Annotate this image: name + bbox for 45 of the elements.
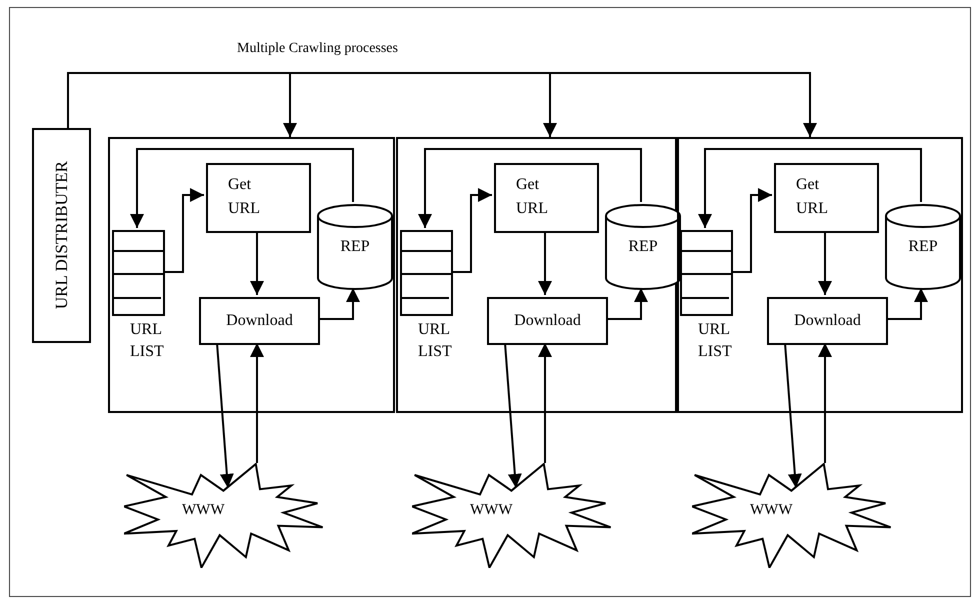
- arrow: [318, 288, 360, 320]
- queue-label: URL LIST: [698, 320, 733, 362]
- process-box: [767, 297, 888, 345]
- process-label: Download: [226, 311, 293, 331]
- process-box: [206, 163, 311, 233]
- arrow: [886, 288, 928, 320]
- distributor-label: URL DISTRIBUTER: [50, 161, 72, 310]
- arrow: [250, 343, 264, 463]
- arrow: [818, 231, 832, 295]
- queue-label: URL LIST: [418, 320, 453, 362]
- arrow: [731, 188, 772, 273]
- starburst-label: WWW: [470, 501, 512, 520]
- arrow: [698, 148, 922, 228]
- starburst-label: WWW: [750, 501, 792, 520]
- process-label: Get URL: [228, 175, 261, 219]
- process-label: Download: [794, 311, 861, 331]
- cylinder-label: REP: [628, 237, 658, 257]
- process-label: Get URL: [516, 175, 549, 219]
- arrow: [606, 288, 648, 320]
- arrow: [451, 188, 492, 273]
- diagram-title: Multiple Crawling processes: [237, 40, 398, 58]
- cylinder-label: REP: [340, 237, 370, 257]
- arrow: [538, 231, 552, 295]
- arrow: [250, 231, 264, 295]
- process-box: [487, 297, 608, 345]
- process-label: Download: [514, 311, 581, 331]
- arrow: [784, 342, 802, 488]
- arrow: [163, 188, 204, 273]
- arrow: [216, 342, 234, 488]
- distributor-box: [32, 128, 91, 343]
- arrow: [130, 148, 354, 228]
- arrow: [67, 72, 817, 137]
- cylinder-label: REP: [908, 237, 938, 257]
- process-box: [774, 163, 879, 233]
- arrow: [818, 343, 832, 463]
- process-box: [494, 163, 599, 233]
- process-box: [199, 297, 320, 345]
- queue-label: URL LIST: [130, 320, 165, 362]
- process-container: [108, 137, 395, 413]
- process-label: Get URL: [796, 175, 829, 219]
- arrow: [504, 342, 522, 488]
- arrow: [418, 148, 642, 228]
- arrow: [538, 343, 552, 463]
- process-container: [677, 137, 963, 413]
- starburst-label: WWW: [182, 501, 224, 520]
